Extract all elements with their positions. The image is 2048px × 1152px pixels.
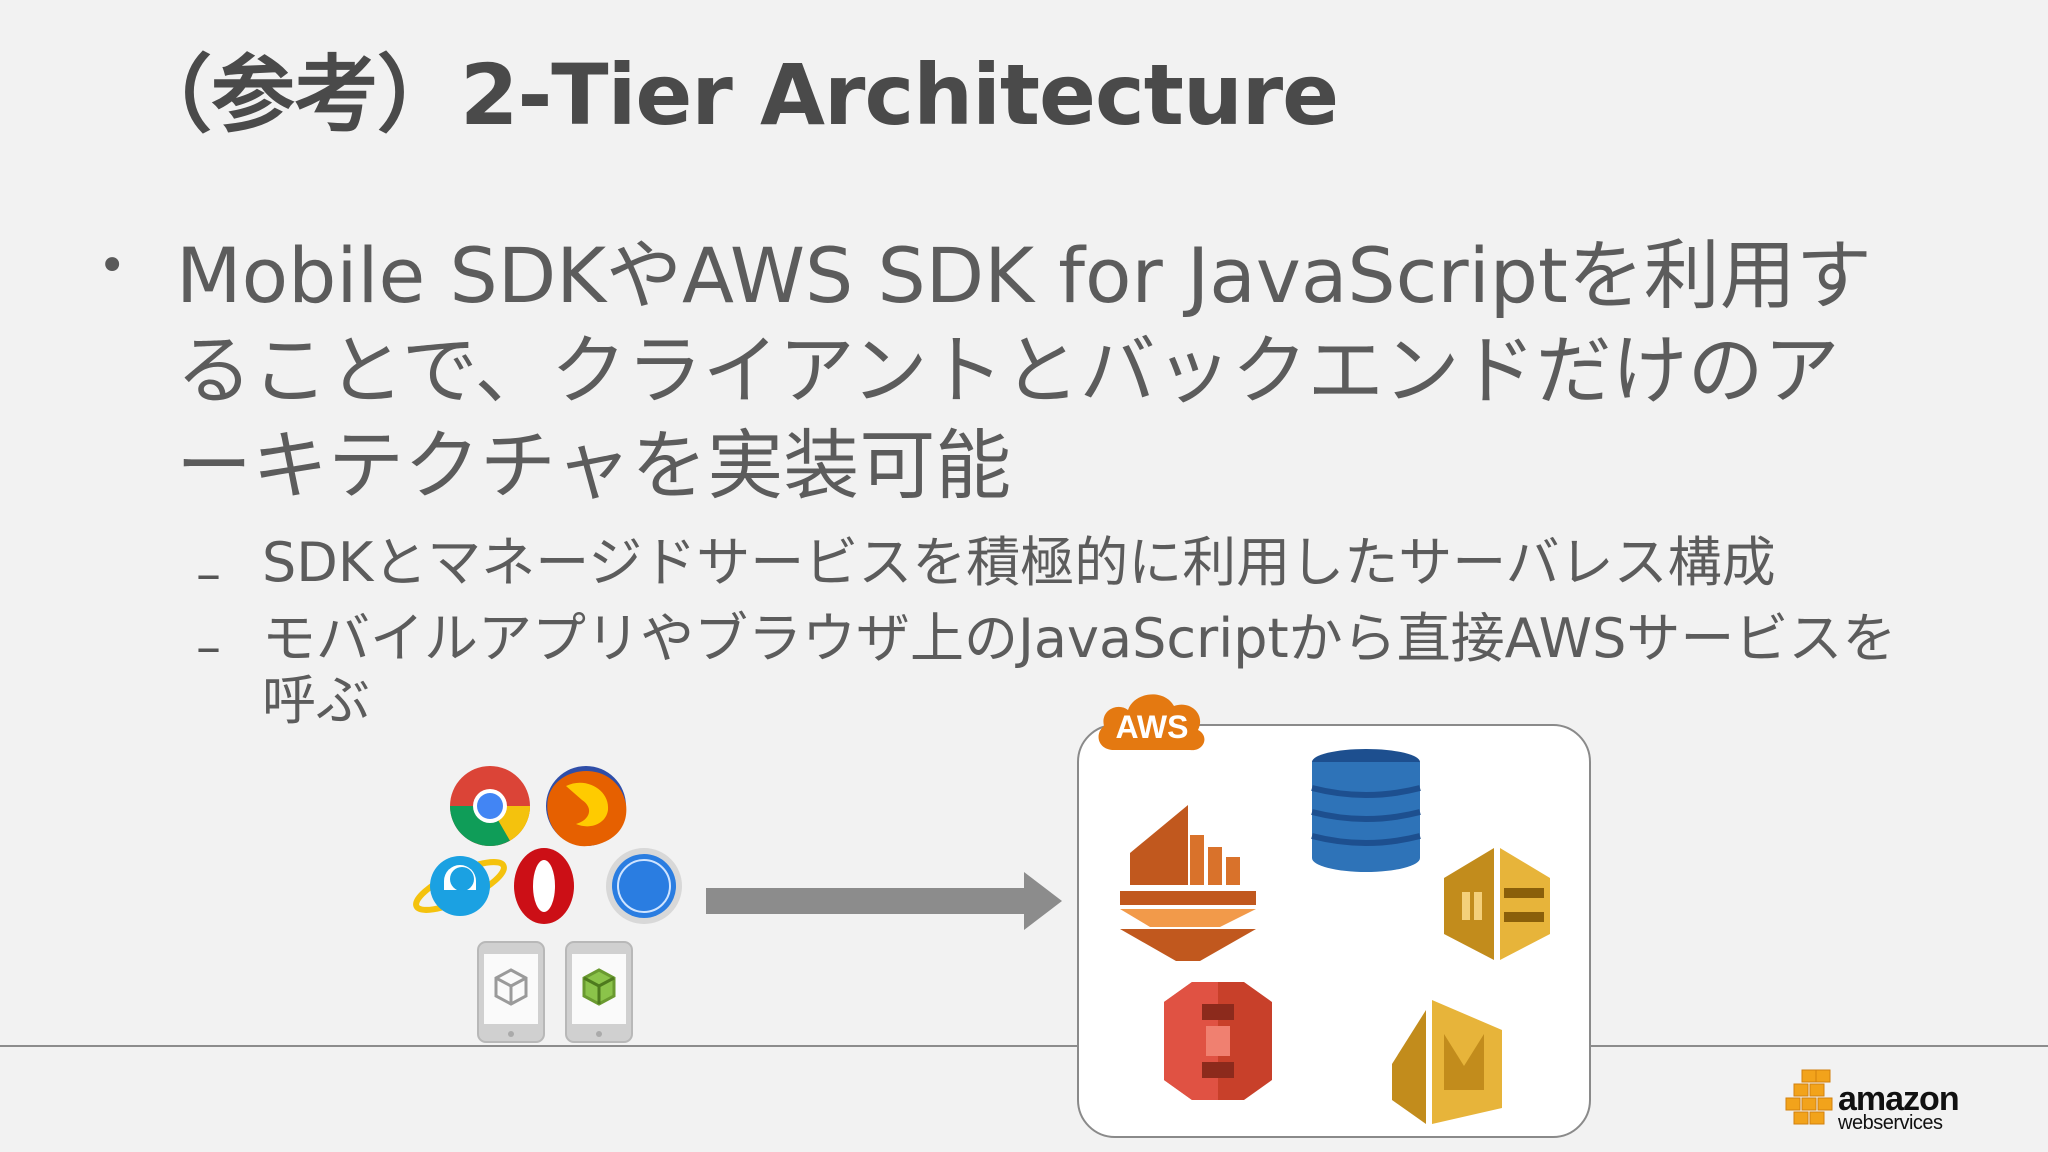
mobile-phone-icon bbox=[477, 941, 545, 1043]
aws-badge-label: AWS bbox=[1115, 709, 1189, 745]
amazon-sqs-icon bbox=[1444, 848, 1550, 960]
chrome-icon bbox=[450, 766, 530, 846]
amazon-elastic-transcoder-icon bbox=[1392, 1000, 1502, 1124]
internet-explorer-icon bbox=[413, 856, 507, 916]
browser-icons-group bbox=[413, 766, 682, 924]
bullet-marker: • bbox=[98, 238, 127, 294]
firefox-icon bbox=[546, 766, 627, 847]
main-bullet-text: Mobile SDKやAWS SDK for JavaScriptを利用すること… bbox=[176, 231, 1872, 510]
amazon-kinesis-icon bbox=[1120, 805, 1256, 961]
amazon-logo-text: amazon bbox=[1838, 1080, 1960, 1118]
mobile-devices-group bbox=[477, 941, 633, 1043]
safari-icon bbox=[606, 848, 682, 924]
slide-title: （参考）2-Tier Architecture bbox=[128, 46, 1339, 144]
aws-cloud-badge-icon bbox=[1098, 694, 1205, 751]
sub-bullet-text-2: モバイルアプリやブラウザ上のJavaScriptから直接AWSサービスを呼ぶ bbox=[262, 607, 1897, 732]
webservices-logo-text: webservices bbox=[1838, 1112, 1943, 1134]
dash-marker: – bbox=[196, 545, 221, 603]
amazon-dynamodb-icon bbox=[1311, 749, 1421, 872]
sub-bullet-text-1: SDKとマネージドサービスを積極的に利用したサーバレス構成 bbox=[262, 531, 1776, 594]
opera-icon bbox=[514, 848, 574, 924]
flow-arrow bbox=[706, 872, 1062, 930]
dash-marker: – bbox=[196, 618, 221, 676]
amazon-s3-icon bbox=[1164, 982, 1272, 1100]
divider-line bbox=[0, 1045, 2048, 1047]
mobile-phone-icon bbox=[565, 941, 633, 1043]
aws-cubes-logo-icon bbox=[1785, 1069, 1833, 1125]
